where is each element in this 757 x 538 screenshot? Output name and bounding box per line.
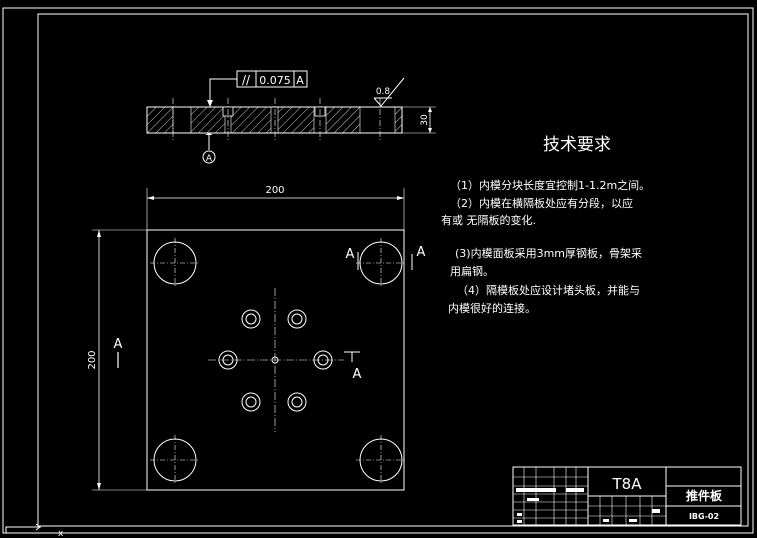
requirement-line-7: 内模很好的连接。 <box>448 301 536 315</box>
inner-border <box>37 13 749 527</box>
surface-roughness-symbol: 0.8 <box>373 77 405 107</box>
datum-letter: A <box>206 154 213 164</box>
requirement-line-5: 用扁钢。 <box>450 265 494 278</box>
datum-marker: A <box>202 133 216 164</box>
requirement-line-3: 有或 无隔板的变化. <box>441 213 536 227</box>
section-label-left: A <box>114 337 123 352</box>
requirement-line-6: （4）隔模板处应设计堵头板，并能与 <box>457 283 640 297</box>
section-label-top-left: A <box>346 247 355 262</box>
thickness-value: 30 <box>420 114 430 126</box>
thickness-dimension: 30 <box>402 106 436 134</box>
height-dimension: 200 <box>87 350 98 369</box>
tolerance-value: 0.075 <box>259 74 291 87</box>
tolerance-datum: A <box>296 74 304 87</box>
requirements-title: 技术要求 <box>543 135 611 155</box>
material-label: T8A <box>612 475 643 493</box>
svg-text:x: x <box>58 529 64 538</box>
parallelism-symbol: // <box>242 73 251 87</box>
requirement-line-2: （2）内模在横隔板处应有分段，以应 <box>450 196 633 210</box>
outer-border <box>2 7 754 534</box>
ucs-icon: x <box>5 523 64 538</box>
tolerance-frame: // 0.075 A <box>207 70 308 107</box>
section-view <box>146 98 403 142</box>
section-label-top-right: A <box>417 245 426 260</box>
title-block: T8A 推件板 IBG-02 <box>512 466 742 526</box>
width-dimension: 200 <box>265 185 284 196</box>
technical-requirements: 技术要求 （1）内模分块长度宜控制1-1.2m之间。 （2）内模在横隔板处应有分… <box>441 135 650 315</box>
part-name: 推件板 <box>686 488 723 503</box>
requirement-line-1: （1）内模分块长度宜控制1-1.2m之间。 <box>450 178 650 192</box>
drawing-number: IBG-02 <box>689 512 719 521</box>
section-label-right: A <box>353 367 362 382</box>
plan-view: 200 200 <box>87 185 426 491</box>
requirement-line-4: (3)内模面板采用3mm厚钢板，骨架采 <box>455 246 642 260</box>
roughness-value: 0.8 <box>376 87 391 97</box>
